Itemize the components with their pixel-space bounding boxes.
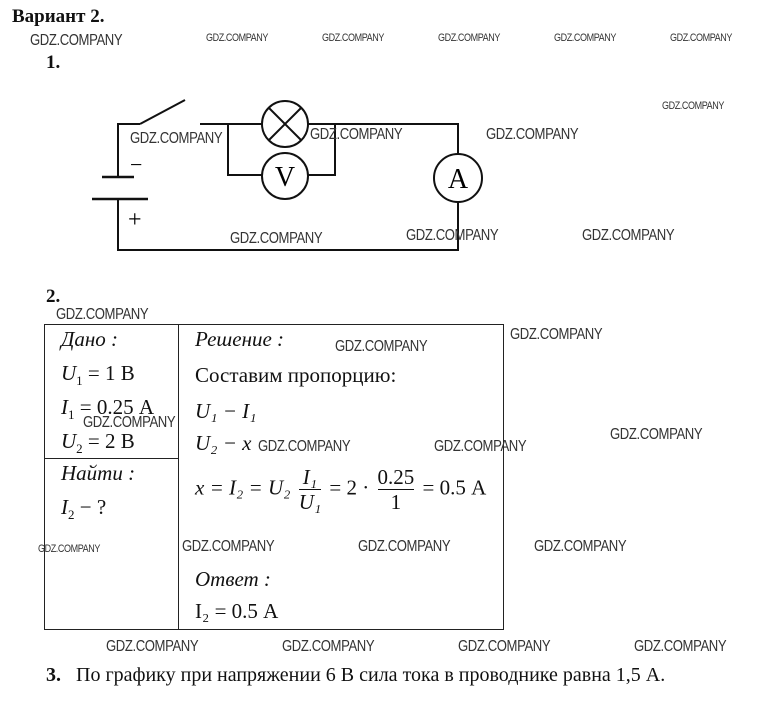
watermark: GDZ.COMPANY	[582, 227, 675, 244]
watermark: GDZ.COMPANY	[258, 438, 351, 455]
watermark: GDZ.COMPANY	[662, 100, 724, 112]
watermark: GDZ.COMPANY	[83, 414, 176, 431]
watermark: GDZ.COMPANY	[358, 538, 451, 555]
switch-icon	[139, 99, 186, 125]
circuit-diagram: V A − +	[92, 99, 483, 251]
answer: I₂ = 0.5 А	[195, 599, 279, 623]
watermark: GDZ.COMPANY	[406, 227, 499, 244]
given-u2: U2 = 2 В	[61, 429, 135, 457]
plus-sign: +	[128, 207, 142, 233]
task1-number: 1.	[46, 52, 61, 73]
watermark: GDZ.COMPANY	[38, 543, 100, 555]
given-heading: Дано :	[61, 327, 119, 351]
watermark: GDZ.COMPANY	[458, 638, 551, 655]
watermark: GDZ.COMPANY	[438, 32, 500, 44]
watermark: GDZ.COMPANY	[670, 32, 732, 44]
answer-heading: Ответ :	[195, 567, 271, 591]
voltmeter-label: V	[275, 162, 295, 193]
battery-icon	[92, 175, 148, 201]
watermark: GDZ.COMPANY	[554, 32, 616, 44]
voltmeter-icon	[261, 152, 309, 200]
minus-sign: −	[130, 152, 142, 177]
ammeter-label: A	[448, 164, 469, 195]
lamp-icon	[261, 100, 309, 148]
solution-intro: Составим пропорцию:	[195, 363, 397, 387]
watermark: GDZ.COMPANY	[206, 32, 268, 44]
watermark: GDZ.COMPANY	[30, 32, 123, 49]
watermark: GDZ.COMPANY	[434, 438, 527, 455]
solution-table: Дано : U1 = 1 В I1 = 0.25 А U2 = 2 В Най…	[44, 324, 504, 630]
divider	[45, 458, 179, 459]
solution-heading: Решение :	[195, 327, 285, 351]
watermark: GDZ.COMPANY	[634, 638, 727, 655]
task3: 3. По графику при напряжении 6 В сила то…	[46, 664, 666, 686]
watermark: GDZ.COMPANY	[610, 426, 703, 443]
given-i1: I1 = 0.25 А	[61, 395, 155, 423]
wire	[117, 123, 140, 177]
task2-number: 2.	[46, 286, 61, 307]
watermark: GDZ.COMPANY	[56, 306, 149, 323]
proportion-2: U₂ − x	[195, 431, 252, 455]
variant-title: Вариант 2.	[12, 6, 105, 27]
watermark: GDZ.COMPANY	[282, 638, 375, 655]
find-heading: Найти :	[61, 461, 136, 485]
ammeter-icon	[433, 153, 483, 203]
proportion-1: U₁ − I₁	[195, 399, 257, 423]
watermark: GDZ.COMPANY	[335, 338, 428, 355]
find-i2: I2 − ?	[61, 495, 107, 523]
watermark: GDZ.COMPANY	[486, 126, 579, 143]
watermark: GDZ.COMPANY	[322, 32, 384, 44]
watermark: GDZ.COMPANY	[534, 538, 627, 555]
watermark: GDZ.COMPANY	[130, 130, 223, 147]
watermark: GDZ.COMPANY	[310, 126, 403, 143]
given-u1: U1 = 1 В	[61, 361, 135, 389]
watermark: GDZ.COMPANY	[510, 326, 603, 343]
wire	[227, 124, 336, 176]
wire	[117, 123, 459, 251]
watermark: GDZ.COMPANY	[106, 638, 199, 655]
divider	[178, 325, 179, 629]
watermark: GDZ.COMPANY	[182, 538, 275, 555]
watermark: GDZ.COMPANY	[230, 230, 323, 247]
